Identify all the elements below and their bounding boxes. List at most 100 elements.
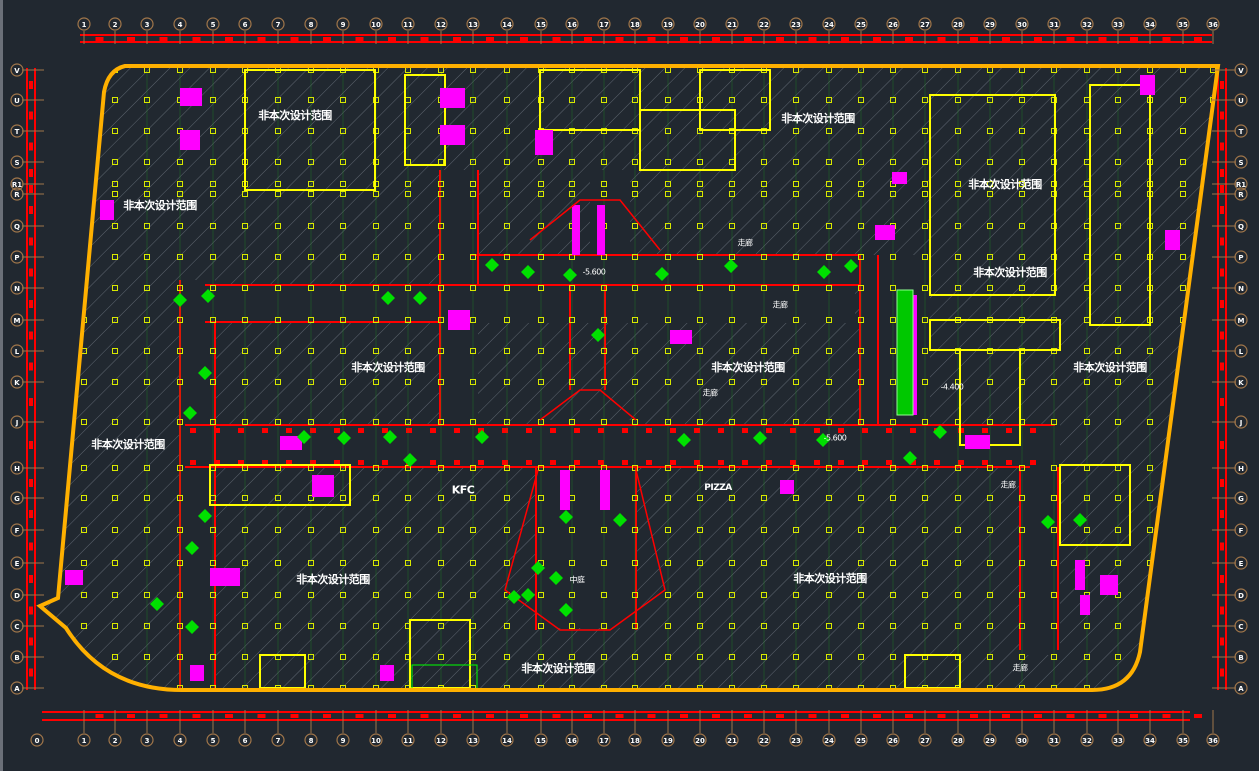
row-axis-left-P[interactable]: P <box>10 250 24 264</box>
column-axis-top-12[interactable]: 12 <box>434 17 448 31</box>
row-axis-left-L[interactable]: L <box>10 344 24 358</box>
column-axis-top-26[interactable]: 26 <box>886 17 900 31</box>
column-axis-bottom-31[interactable]: 31 <box>1047 733 1061 747</box>
column-axis-bottom-25[interactable]: 25 <box>854 733 868 747</box>
column-axis-bottom-15[interactable]: 15 <box>534 733 548 747</box>
row-axis-right-S[interactable]: S <box>1234 155 1248 169</box>
column-axis-top-5[interactable]: 5 <box>206 17 220 31</box>
row-axis-right-J[interactable]: J <box>1234 415 1248 429</box>
row-axis-right-Q[interactable]: Q <box>1234 219 1248 233</box>
column-axis-bottom-2[interactable]: 2 <box>108 733 122 747</box>
column-axis-top-17[interactable]: 17 <box>597 17 611 31</box>
column-axis-top-27[interactable]: 27 <box>918 17 932 31</box>
row-axis-left-F[interactable]: F <box>10 523 24 537</box>
column-axis-bottom-19[interactable]: 19 <box>661 733 675 747</box>
column-axis-top-31[interactable]: 31 <box>1047 17 1061 31</box>
row-axis-left-U[interactable]: U <box>10 93 24 107</box>
column-axis-bottom-22[interactable]: 22 <box>757 733 771 747</box>
column-axis-top-22[interactable]: 22 <box>757 17 771 31</box>
column-axis-bottom-30[interactable]: 30 <box>1015 733 1029 747</box>
column-axis-top-7[interactable]: 7 <box>271 17 285 31</box>
row-axis-right-B[interactable]: B <box>1234 650 1248 664</box>
row-axis-left-S[interactable]: S <box>10 155 24 169</box>
column-axis-bottom-32[interactable]: 32 <box>1080 733 1094 747</box>
row-axis-left-Q[interactable]: Q <box>10 219 24 233</box>
column-axis-top-28[interactable]: 28 <box>951 17 965 31</box>
row-axis-left-N[interactable]: N <box>10 281 24 295</box>
column-axis-bottom-26[interactable]: 26 <box>886 733 900 747</box>
column-axis-bottom-29[interactable]: 29 <box>983 733 997 747</box>
column-axis-top-6[interactable]: 6 <box>238 17 252 31</box>
row-axis-right-R[interactable]: R <box>1234 187 1248 201</box>
column-axis-top-20[interactable]: 20 <box>693 17 707 31</box>
column-axis-top-18[interactable]: 18 <box>628 17 642 31</box>
column-axis-bottom-24[interactable]: 24 <box>822 733 836 747</box>
row-axis-left-D[interactable]: D <box>10 588 24 602</box>
column-axis-bottom-34[interactable]: 34 <box>1143 733 1157 747</box>
column-axis-bottom-17[interactable]: 17 <box>597 733 611 747</box>
column-axis-bottom-13[interactable]: 13 <box>466 733 480 747</box>
column-axis-top-24[interactable]: 24 <box>822 17 836 31</box>
row-axis-right-N[interactable]: N <box>1234 281 1248 295</box>
column-axis-bottom-33[interactable]: 33 <box>1111 733 1125 747</box>
column-axis-bottom-16[interactable]: 16 <box>565 733 579 747</box>
column-axis-top-16[interactable]: 16 <box>565 17 579 31</box>
column-axis-bottom-0[interactable]: 0 <box>30 733 44 747</box>
column-axis-bottom-36[interactable]: 36 <box>1206 733 1220 747</box>
row-axis-right-A[interactable]: A <box>1234 681 1248 695</box>
column-axis-bottom-1[interactable]: 1 <box>77 733 91 747</box>
column-axis-bottom-35[interactable]: 35 <box>1176 733 1190 747</box>
row-axis-left-A[interactable]: A <box>10 681 24 695</box>
row-axis-left-R[interactable]: R <box>10 187 24 201</box>
column-axis-top-8[interactable]: 8 <box>304 17 318 31</box>
column-axis-top-9[interactable]: 9 <box>336 17 350 31</box>
row-axis-right-C[interactable]: C <box>1234 619 1248 633</box>
row-axis-left-B[interactable]: B <box>10 650 24 664</box>
column-axis-top-4[interactable]: 4 <box>173 17 187 31</box>
column-axis-bottom-3[interactable]: 3 <box>140 733 154 747</box>
column-axis-top-3[interactable]: 3 <box>140 17 154 31</box>
row-axis-left-M[interactable]: M <box>10 313 24 327</box>
row-axis-right-E[interactable]: E <box>1234 556 1248 570</box>
column-axis-bottom-18[interactable]: 18 <box>628 733 642 747</box>
column-axis-bottom-27[interactable]: 27 <box>918 733 932 747</box>
column-axis-bottom-6[interactable]: 6 <box>238 733 252 747</box>
column-axis-bottom-11[interactable]: 11 <box>401 733 415 747</box>
row-axis-right-P[interactable]: P <box>1234 250 1248 264</box>
row-axis-right-M[interactable]: M <box>1234 313 1248 327</box>
row-axis-right-F[interactable]: F <box>1234 523 1248 537</box>
column-axis-bottom-5[interactable]: 5 <box>206 733 220 747</box>
column-axis-top-34[interactable]: 34 <box>1143 17 1157 31</box>
column-axis-bottom-12[interactable]: 12 <box>434 733 448 747</box>
column-axis-top-33[interactable]: 33 <box>1111 17 1125 31</box>
column-axis-top-11[interactable]: 11 <box>401 17 415 31</box>
column-axis-top-36[interactable]: 36 <box>1206 17 1220 31</box>
row-axis-right-L[interactable]: L <box>1234 344 1248 358</box>
row-axis-right-D[interactable]: D <box>1234 588 1248 602</box>
row-axis-right-G[interactable]: G <box>1234 491 1248 505</box>
column-axis-top-15[interactable]: 15 <box>534 17 548 31</box>
column-axis-bottom-23[interactable]: 23 <box>789 733 803 747</box>
column-axis-bottom-28[interactable]: 28 <box>951 733 965 747</box>
row-axis-left-C[interactable]: C <box>10 619 24 633</box>
column-axis-top-1[interactable]: 1 <box>77 17 91 31</box>
row-axis-left-V[interactable]: V <box>10 63 24 77</box>
column-axis-top-35[interactable]: 35 <box>1176 17 1190 31</box>
row-axis-left-K[interactable]: K <box>10 375 24 389</box>
row-axis-left-J[interactable]: J <box>10 415 24 429</box>
column-axis-top-13[interactable]: 13 <box>466 17 480 31</box>
row-axis-left-E[interactable]: E <box>10 556 24 570</box>
column-axis-bottom-9[interactable]: 9 <box>336 733 350 747</box>
row-axis-right-R1[interactable]: R1 <box>1234 177 1248 191</box>
column-axis-bottom-14[interactable]: 14 <box>500 733 514 747</box>
row-axis-right-V[interactable]: V <box>1234 63 1248 77</box>
column-axis-top-21[interactable]: 21 <box>725 17 739 31</box>
column-axis-bottom-21[interactable]: 21 <box>725 733 739 747</box>
row-axis-left-T[interactable]: T <box>10 124 24 138</box>
row-axis-right-H[interactable]: H <box>1234 461 1248 475</box>
column-axis-bottom-20[interactable]: 20 <box>693 733 707 747</box>
column-axis-top-14[interactable]: 14 <box>500 17 514 31</box>
column-axis-top-29[interactable]: 29 <box>983 17 997 31</box>
row-axis-left-H[interactable]: H <box>10 461 24 475</box>
